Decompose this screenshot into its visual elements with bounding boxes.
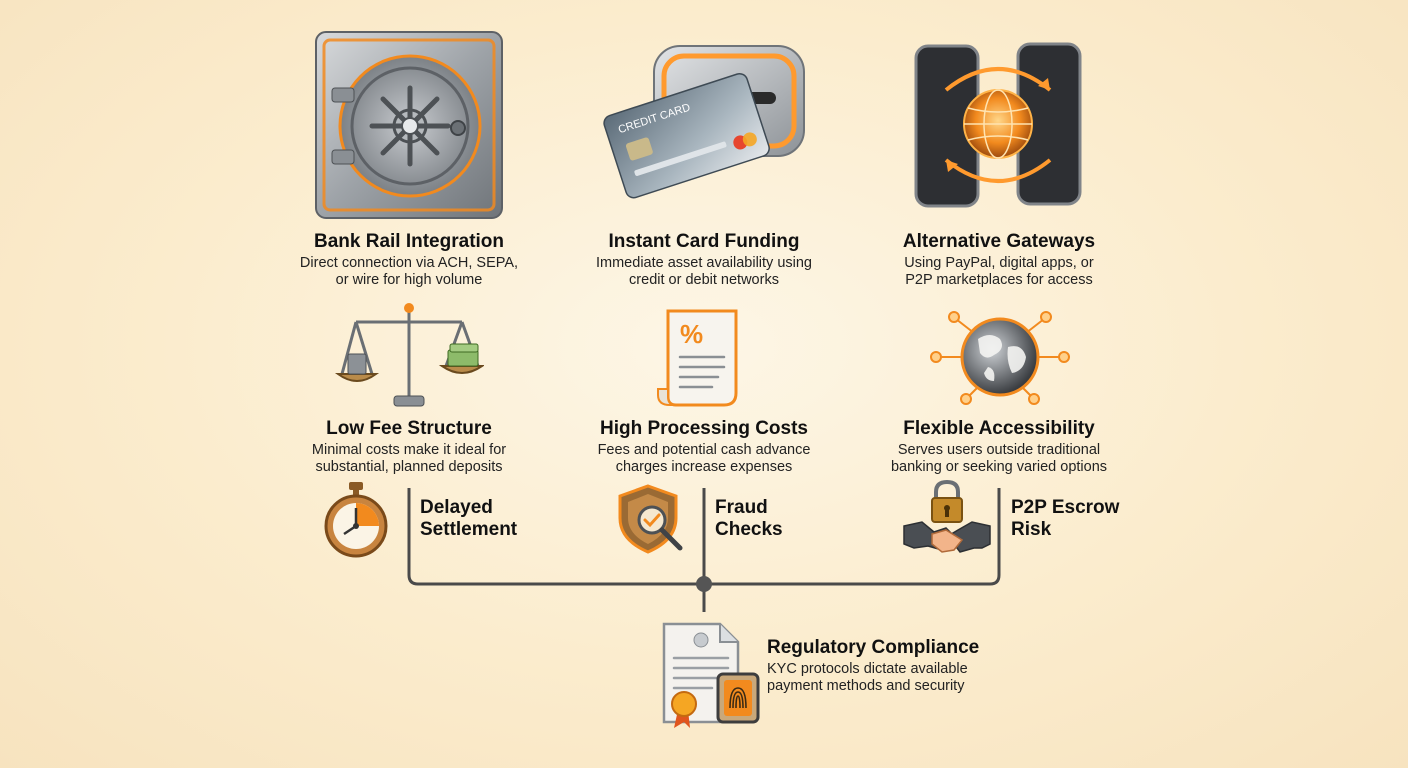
method-alt: Alternative Gateways Using PayPal, digit…: [839, 231, 1159, 289]
compliance-title: Regulatory Compliance: [767, 637, 980, 658]
method-desc: Using PayPal, digital apps, or P2P marke…: [904, 255, 1094, 288]
shield-magnifier-icon: [614, 482, 690, 558]
feature-title: Low Fee Structure: [326, 418, 492, 439]
feature-desc: Fees and potential cash advance charges …: [597, 442, 811, 475]
phones-globe-icon: [906, 38, 1090, 210]
feature-fee: Low Fee Structure Minimal costs make it …: [249, 418, 569, 476]
balance-scale-icon: [334, 300, 484, 412]
feature-access: Flexible Accessibility Serves users outs…: [839, 418, 1159, 476]
receipt-symbol: %: [680, 319, 703, 349]
certificate-fingerprint-icon: [658, 618, 762, 730]
method-title: Alternative Gateways: [902, 231, 1096, 252]
compliance-block: Regulatory Compliance KYC protocols dict…: [767, 637, 979, 695]
risk-fraud: Fraud Checks: [715, 497, 783, 540]
method-title: Instant Card Funding: [608, 231, 800, 252]
method-desc: Immediate asset availability using credi…: [596, 255, 812, 288]
feature-title: Flexible Accessibility: [903, 418, 1095, 439]
method-title: Bank Rail Integration: [313, 231, 505, 252]
credit-card-slot-icon: CREDIT CARD: [596, 40, 816, 210]
network-globe-icon: [928, 305, 1072, 409]
feature-desc: Serves users outside traditional banking…: [890, 442, 1108, 475]
method-desc: Direct connection via ACH, SEPA, or wire…: [299, 255, 519, 288]
bank-vault-icon: [310, 28, 508, 224]
percent-receipt-icon: %: [654, 305, 754, 409]
method-card: Instant Card Funding Immediate asset ava…: [544, 231, 864, 289]
risk-settle: Delayed Settlement: [420, 497, 518, 540]
handshake-lock-icon: [902, 478, 992, 560]
risk-escrow: P2P Escrow Risk: [1011, 497, 1120, 540]
stopwatch-icon: [322, 480, 390, 560]
method-bank: Bank Rail Integration Direct connection …: [249, 231, 569, 289]
feature-title: High Processing Costs: [600, 418, 808, 439]
feature-cost: High Processing Costs Fees and potential…: [544, 418, 864, 476]
feature-desc: Minimal costs make it ideal for substant…: [311, 442, 507, 475]
compliance-desc: KYC protocols dictate available payment …: [767, 661, 968, 694]
